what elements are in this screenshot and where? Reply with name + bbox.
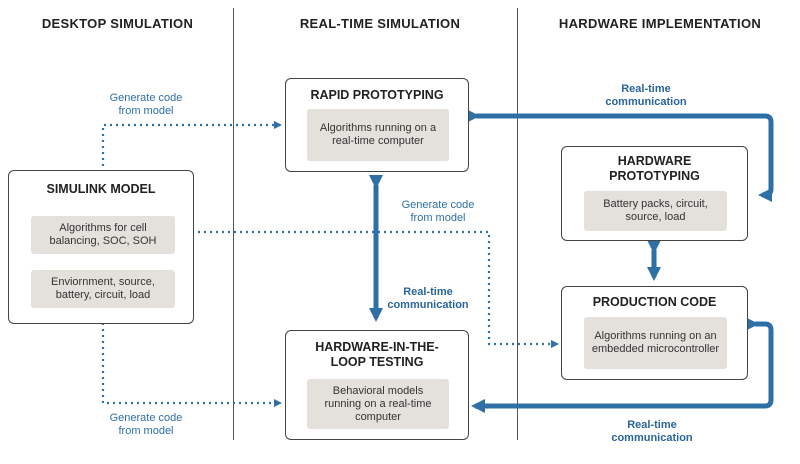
column-divider-left	[233, 8, 234, 440]
dotted-arrow-to-rapid	[101, 121, 282, 172]
label-generate-code-bottom: Generate code from model	[109, 412, 183, 437]
label-generate-code-middle: Generate code from model	[401, 199, 475, 224]
production-code-block: Algorithms running on an embedded microc…	[584, 317, 727, 369]
label-generate-code-top: Generate code from model	[109, 92, 183, 117]
rapid-prototyping-box: RAPID PROTOTYPING Algorithms running on …	[285, 78, 469, 172]
simulink-environment-block: Enviornment, source, battery, circuit, l…	[31, 270, 175, 308]
column-header-hardware: HARDWARE IMPLEMENTATION	[558, 16, 762, 31]
hil-testing-title: HARDWARE-IN-THE-LOOP TESTING	[315, 340, 439, 369]
hil-testing-box: HARDWARE-IN-THE-LOOP TESTING Behavioral …	[285, 330, 469, 440]
column-header-realtime: REAL-TIME SIMULATION	[299, 16, 461, 31]
rapid-prototyping-title: RAPID PROTOTYPING	[310, 88, 444, 102]
hardware-prototyping-title: HARDWARE PROTOTYPING	[609, 154, 700, 183]
label-realtime-top: Real-time communication	[605, 83, 687, 108]
simulink-model-box: SIMULINK MODEL Algorithms for cell balan…	[8, 170, 194, 324]
label-realtime-bottom: Real-time communication	[611, 419, 693, 444]
simulink-algorithms-block: Algorithms for cell balancing, SOC, SOH	[31, 216, 175, 254]
dotted-arrow-to-hil	[101, 323, 282, 407]
hardware-prototyping-block: Battery packs, circuit, source, load	[584, 191, 727, 231]
column-divider-right	[517, 8, 518, 440]
dotted-arrow-to-production	[174, 230, 559, 348]
label-realtime-middle: Real-time communication	[387, 286, 469, 311]
rt-link-production-hil	[471, 317, 774, 413]
rt-link-rapid-hwproto	[466, 109, 774, 202]
hil-testing-block: Behavioral models running on a real-time…	[307, 379, 449, 429]
production-code-box: PRODUCTION CODE Algorithms running on an…	[561, 286, 748, 380]
hardware-prototyping-box: HARDWARE PROTOTYPING Battery packs, circ…	[561, 146, 748, 241]
production-code-title: PRODUCTION CODE	[592, 295, 717, 309]
rapid-prototyping-block: Algorithms running on a real-time comput…	[307, 109, 449, 161]
column-header-desktop: DESKTOP SIMULATION	[41, 16, 194, 31]
simulink-model-title: SIMULINK MODEL	[46, 182, 156, 196]
